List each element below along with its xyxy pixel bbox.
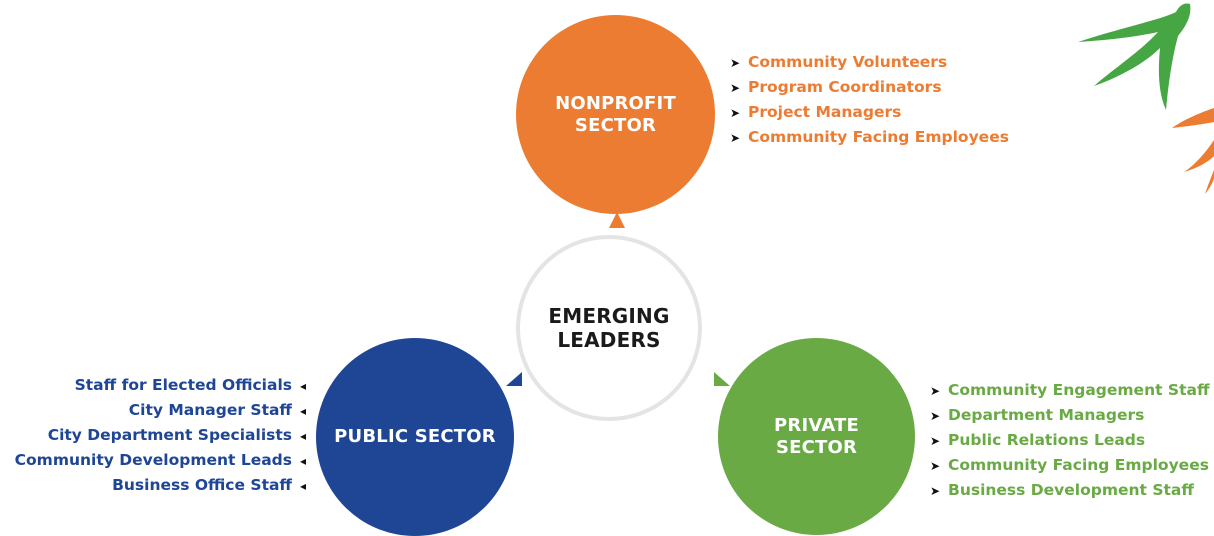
private-roles-list: ➤ Community Engagement Staff ➤ Department … xyxy=(930,378,1210,503)
public-roles-list: Staff for Elected Officials ◂ City Manage… xyxy=(15,373,306,498)
list-item: ➤ Program Coordinators xyxy=(730,75,1009,100)
list-item: ➤ Community Engagement Staff xyxy=(930,378,1210,403)
private-title-line1: PRIVATE xyxy=(774,414,859,436)
list-item: ➤ Business Development Staff xyxy=(930,478,1210,503)
list-item: City Department Specialists ◂ xyxy=(15,423,306,448)
nonprofit-role: Community Facing Employees xyxy=(748,128,1009,146)
list-item: ➤ Department Managers xyxy=(930,403,1210,428)
arrow-bullet-icon: ◂ xyxy=(299,429,306,443)
nonprofit-role: Community Volunteers xyxy=(748,53,948,71)
arrow-to-private-icon xyxy=(714,372,730,386)
arrow-bullet-icon: ➤ xyxy=(730,56,741,70)
arrow-bullet-icon: ➤ xyxy=(730,81,741,95)
public-title: PUBLIC SECTOR xyxy=(334,426,496,447)
private-role: Community Facing Employees xyxy=(948,456,1209,474)
private-role: Public Relations Leads xyxy=(948,431,1146,449)
orange-bird-tip-icon xyxy=(1205,170,1214,194)
orange-bird-tail-icon xyxy=(1184,140,1214,172)
nonprofit-sector-circle: NONPROFIT SECTOR xyxy=(516,15,715,214)
arrow-bullet-icon: ➤ xyxy=(930,484,941,498)
emerging-leaders-circle: EMERGING LEADERS xyxy=(516,235,702,421)
list-item: ➤ Public Relations Leads xyxy=(930,428,1210,453)
public-sector-circle: PUBLIC SECTOR xyxy=(316,338,514,536)
public-role: Staff for Elected Officials xyxy=(74,376,292,394)
nonprofit-roles-list: ➤ Community Volunteers ➤ Program Coordinat… xyxy=(730,50,1009,150)
public-role: Business Office Staff xyxy=(112,476,292,494)
list-item: City Manager Staff ◂ xyxy=(15,398,306,423)
arrow-bullet-icon: ◂ xyxy=(299,479,306,493)
arrow-bullet-icon: ➤ xyxy=(730,106,741,120)
nonprofit-title-line2: SECTOR xyxy=(574,114,657,136)
green-bird-icon xyxy=(1078,3,1191,110)
nonprofit-role: Program Coordinators xyxy=(748,78,942,96)
arrow-bullet-icon: ◂ xyxy=(299,404,306,418)
list-item: Business Office Staff ◂ xyxy=(15,473,306,498)
arrow-bullet-icon: ➤ xyxy=(730,131,741,145)
public-role: Community Development Leads xyxy=(14,451,292,469)
nonprofit-role: Project Managers xyxy=(748,103,902,121)
list-item: ➤ Community Facing Employees xyxy=(930,453,1210,478)
arrow-bullet-icon: ◂ xyxy=(299,454,306,468)
private-title-line2: SECTOR xyxy=(775,436,858,458)
private-role: Department Managers xyxy=(948,406,1145,424)
public-role: City Manager Staff xyxy=(128,401,292,419)
arrow-to-public-icon xyxy=(506,372,522,386)
arrow-bullet-icon: ➤ xyxy=(930,384,941,398)
arrow-bullet-icon: ➤ xyxy=(930,459,941,473)
nonprofit-title-line1: NONPROFIT xyxy=(555,92,676,114)
public-role: City Department Specialists xyxy=(47,426,292,444)
arrow-bullet-icon: ➤ xyxy=(930,434,941,448)
private-role: Business Development Staff xyxy=(948,481,1194,499)
list-item: Community Development Leads ◂ xyxy=(15,448,306,473)
list-item: ➤ Project Managers xyxy=(730,100,1009,125)
private-sector-circle: PRIVATE SECTOR xyxy=(718,338,915,535)
center-label-line1: EMERGING xyxy=(548,304,670,328)
list-item: ➤ Community Volunteers xyxy=(730,50,1009,75)
private-role: Community Engagement Staff xyxy=(948,381,1210,399)
arrow-bullet-icon: ◂ xyxy=(299,379,306,393)
list-item: Staff for Elected Officials ◂ xyxy=(15,373,306,398)
orange-bird-wing-icon xyxy=(1172,108,1214,128)
center-label-line2: LEADERS xyxy=(557,328,661,352)
list-item: ➤ Community Facing Employees xyxy=(730,125,1009,150)
arrow-bullet-icon: ➤ xyxy=(930,409,941,423)
arrow-to-nonprofit-icon xyxy=(609,212,625,228)
